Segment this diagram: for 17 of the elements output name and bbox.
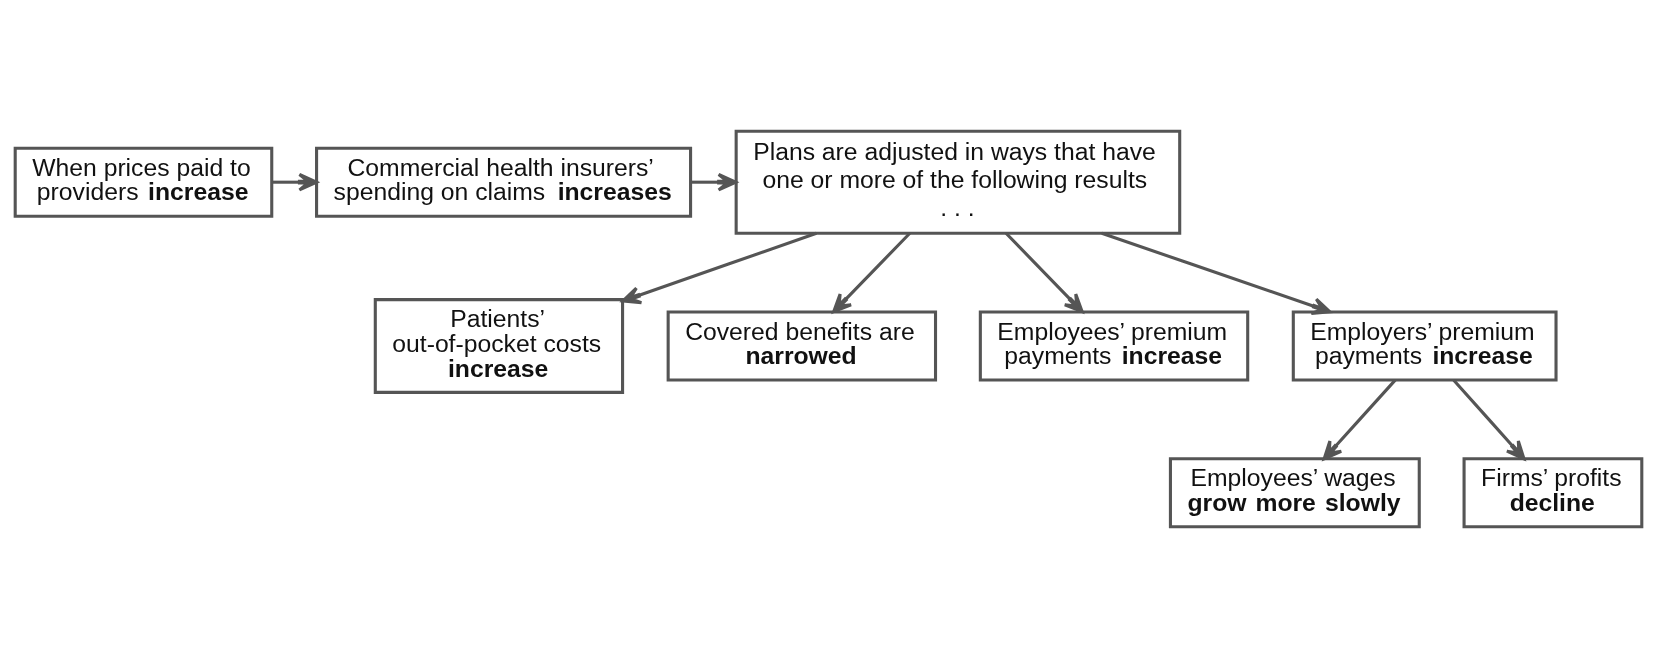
node-box: Employees’ premium payments increase	[978, 309, 1250, 382]
node-box: Employers’ premium payments increase	[1291, 309, 1558, 382]
arrow	[1452, 378, 1526, 460]
arrow	[272, 172, 319, 191]
node-box: Plans are adjusted in ways that have one or more of the following results . . .	[734, 129, 1182, 235]
node-box: When prices paid to providers increase	[13, 146, 274, 218]
arrow	[1004, 231, 1084, 313]
node-box: Commercial health insurers’ spending on claims increases	[315, 146, 693, 218]
node-box: Firms’ profits decline	[1462, 456, 1644, 528]
node-box: Covered benefits are narrowed	[666, 309, 938, 382]
arrow	[621, 231, 817, 304]
node-box: Patients’ out-of-pocket costs increase	[373, 297, 625, 394]
arrow	[832, 231, 911, 313]
arrow	[690, 172, 738, 191]
arrow	[1101, 231, 1332, 315]
node-box: Employees’ wages grow more slowly	[1168, 456, 1421, 528]
arrow	[1322, 378, 1397, 460]
